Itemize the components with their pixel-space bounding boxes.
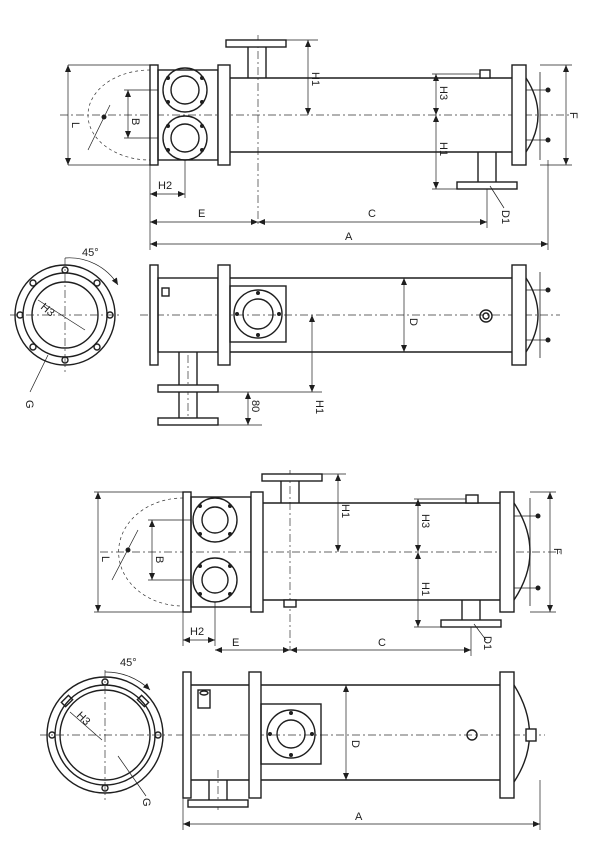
- dim-H1-label-3: H1: [313, 400, 325, 414]
- dim-H1-top-label-1: H1: [309, 72, 321, 86]
- dim-F-label-1: F: [567, 112, 579, 119]
- angle-45-label-2: 45°: [120, 657, 137, 669]
- dim-H3-label-5: H3: [74, 710, 92, 728]
- dim-H1-right-label-4: H1: [419, 582, 431, 596]
- dim-D-label-1: D: [407, 318, 419, 326]
- view-3-plan: D H1 80: [140, 264, 560, 426]
- dim-F-label-4: F: [551, 548, 563, 555]
- dim-L-label-2: L: [99, 556, 111, 562]
- dim-A-label-6: A: [355, 811, 363, 823]
- dim-A-label-1: A: [345, 231, 353, 243]
- dim-L-label-1: L: [69, 122, 81, 128]
- angle-45-label-1: 45°: [82, 247, 99, 259]
- dim-G-label-2: G: [140, 798, 152, 807]
- dim-B-label-1: B: [129, 118, 141, 125]
- dim-80-label: 80: [249, 400, 261, 412]
- dim-C-label-4: C: [378, 637, 386, 649]
- dim-H3-label-2: H3: [38, 301, 56, 319]
- dim-D-label-6: D: [349, 740, 361, 748]
- dim-B-label-2: B: [153, 556, 165, 563]
- view-1-side-elevation: L B H1 H3 H1 F D1 H2 E: [60, 35, 579, 250]
- view-4-side-elevation: L B H1 H3 H1 F D1 H2 E C: [94, 470, 563, 656]
- dim-H1-top-label-4: H1: [339, 504, 351, 518]
- dim-D1-label-4: D1: [481, 636, 493, 650]
- view-2-end-view: 45° H3 G: [10, 247, 122, 409]
- dim-H2-label-4: H2: [190, 626, 204, 638]
- dim-H1-right-label-1: H1: [437, 142, 449, 156]
- view-5-end-view: 45° H3 G: [40, 657, 172, 807]
- dim-C-label-1: C: [368, 208, 376, 220]
- dim-G-label-1: G: [23, 400, 35, 409]
- view-6-plan: D A: [176, 671, 545, 830]
- dim-H3-label-4: H3: [419, 514, 431, 528]
- dim-E-label-4: E: [232, 637, 239, 649]
- dim-E-label-1: E: [198, 208, 205, 220]
- dim-H3-label-1: H3: [437, 86, 449, 100]
- dim-D1-label-1: D1: [499, 210, 511, 224]
- dim-H2-label-1: H2: [158, 180, 172, 192]
